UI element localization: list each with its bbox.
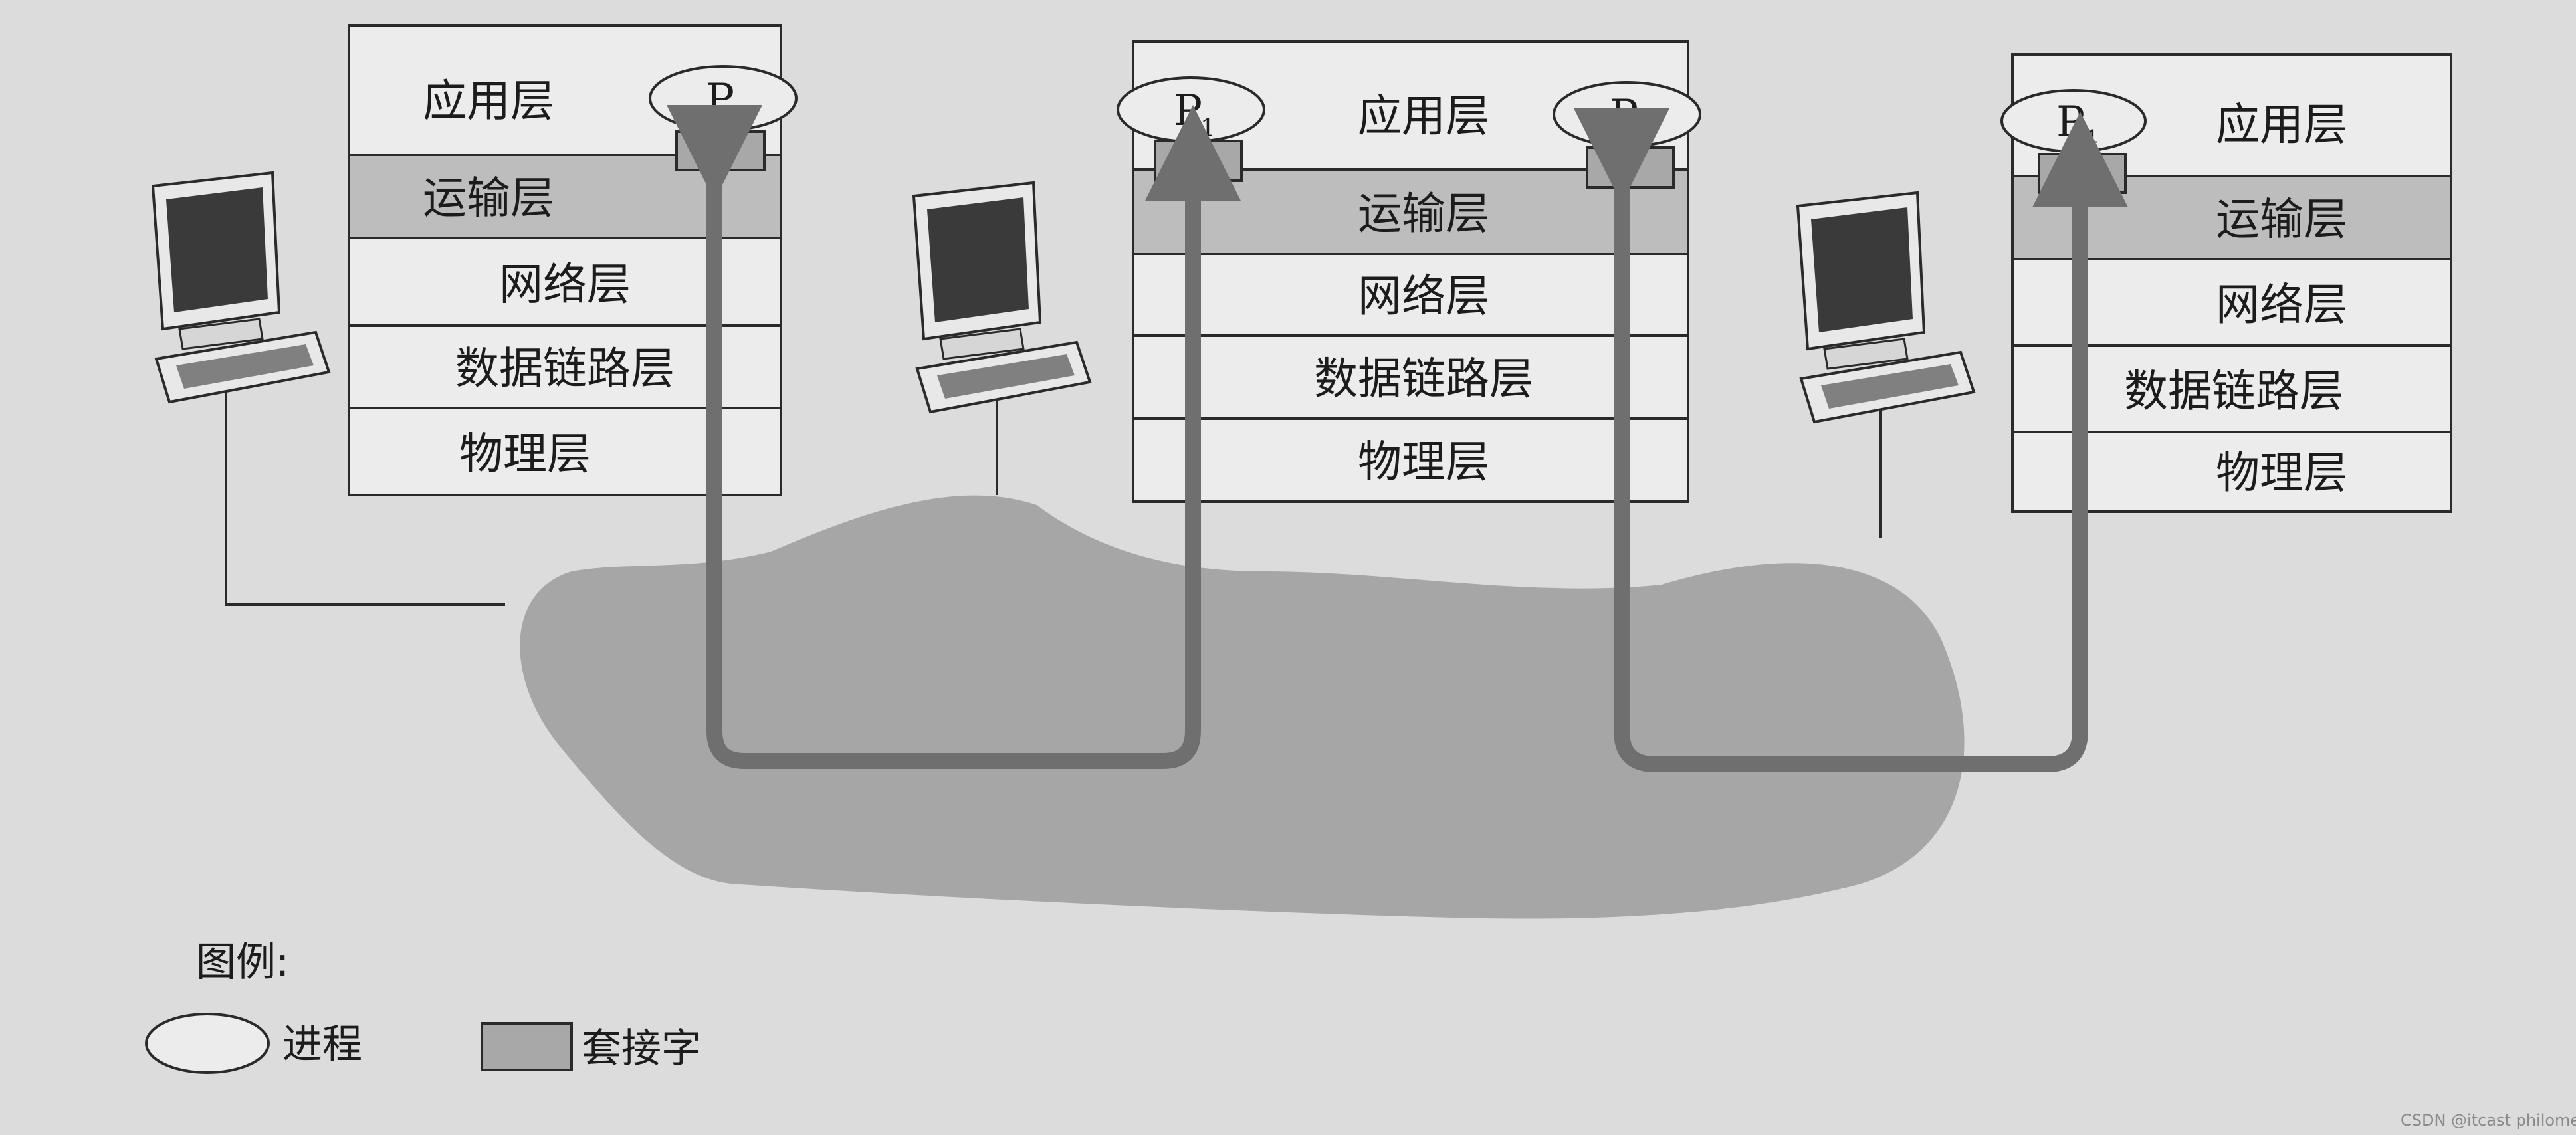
legend-title: 图例: [196,939,289,985]
middle-host-layer-label: 运输层 [1358,188,1489,239]
right-host-layer-label: 应用层 [2216,99,2347,150]
legend: 图例: 进程 套接字 [145,939,701,1074]
left-host-layer-label: 物理层 [459,429,591,480]
right-process-4-label: P [2056,98,2085,147]
left-host-layer-label: 运输层 [423,173,554,224]
network-cloud [520,495,1965,919]
left-host-layer-label: 网络层 [499,258,631,310]
connection-p3-p1 [667,105,1241,769]
middle-host-layer-label: 网络层 [1358,270,1489,322]
middle-process-2-label: P [1610,91,1638,140]
middle-host-layer-3-box [1132,334,1689,420]
left-process-3-label: P [706,75,734,124]
left-host-wire [225,375,505,606]
middle-socket-2 [1586,146,1675,189]
legend-process-icon [145,1013,270,1074]
middle-host-layer-4-box [1132,417,1689,503]
middle-process-2-subscript: 2 [1636,120,1652,147]
middle-host-layer-label: 物理层 [1358,437,1489,488]
middle-process-1-subscript: 1 [1200,115,1216,142]
middle-process-1-label: P [1174,86,1202,136]
middle-host-layer-label: 数据链路层 [1314,354,1533,405]
legend-process-label: 进程 [282,1021,362,1068]
connection-p2-p4 [1574,108,2128,772]
right-host-layer-label: 运输层 [2216,194,2347,245]
right-process-4-subscript: 4 [2083,126,2098,154]
watermark: CSDN @itcast philomel [2401,1111,2576,1130]
middle-host-layer-label: 应用层 [1358,90,1489,142]
right-host-layer-label: 物理层 [2216,447,2347,498]
legend-socket-label: 套接字 [582,1025,701,1072]
right-host-layer-label: 数据链路层 [2124,365,2343,417]
left-host-layer-label: 数据链路层 [455,343,675,394]
left-process-3-subscript: 3 [732,104,748,131]
left-host-layer-label: 应用层 [423,76,554,127]
middle-host-layer-2-box [1132,253,1689,337]
left-computer-icon [151,171,331,404]
legend-socket-icon [481,1022,573,1071]
right-host-layer-label: 网络层 [2216,279,2347,330]
